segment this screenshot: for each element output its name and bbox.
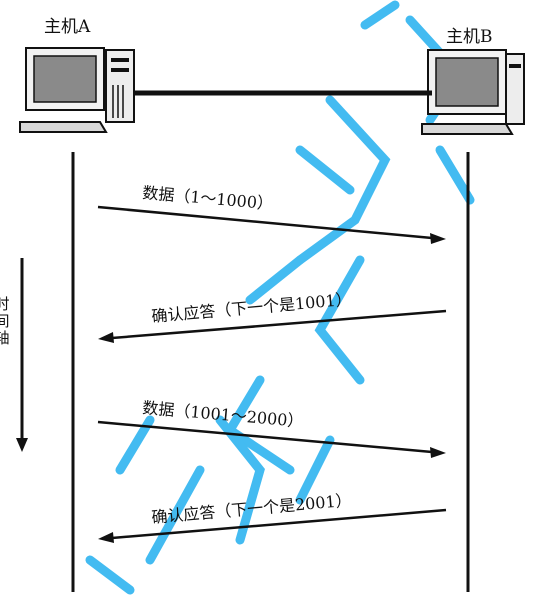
time-axis-char: 间 [0, 312, 10, 330]
message-label: 数据（1001～2000） [142, 398, 304, 431]
host-a-label: 主机A [44, 17, 91, 37]
time-axis-char: 轴 [0, 329, 10, 347]
message-arrow [98, 309, 447, 343]
time-axis-label: 时 间 轴 [0, 296, 12, 347]
time-axis-char: 时 [0, 296, 10, 313]
message-label: 数据（1～1000） [142, 183, 274, 213]
computer-icon [421, 49, 525, 135]
computer-icon [19, 47, 135, 133]
message-arrow [98, 508, 447, 543]
message-arrow [97, 205, 446, 244]
host-b-label: 主机B [446, 27, 493, 47]
time-axis-arrowhead [16, 438, 28, 452]
message-arrow [97, 420, 446, 458]
